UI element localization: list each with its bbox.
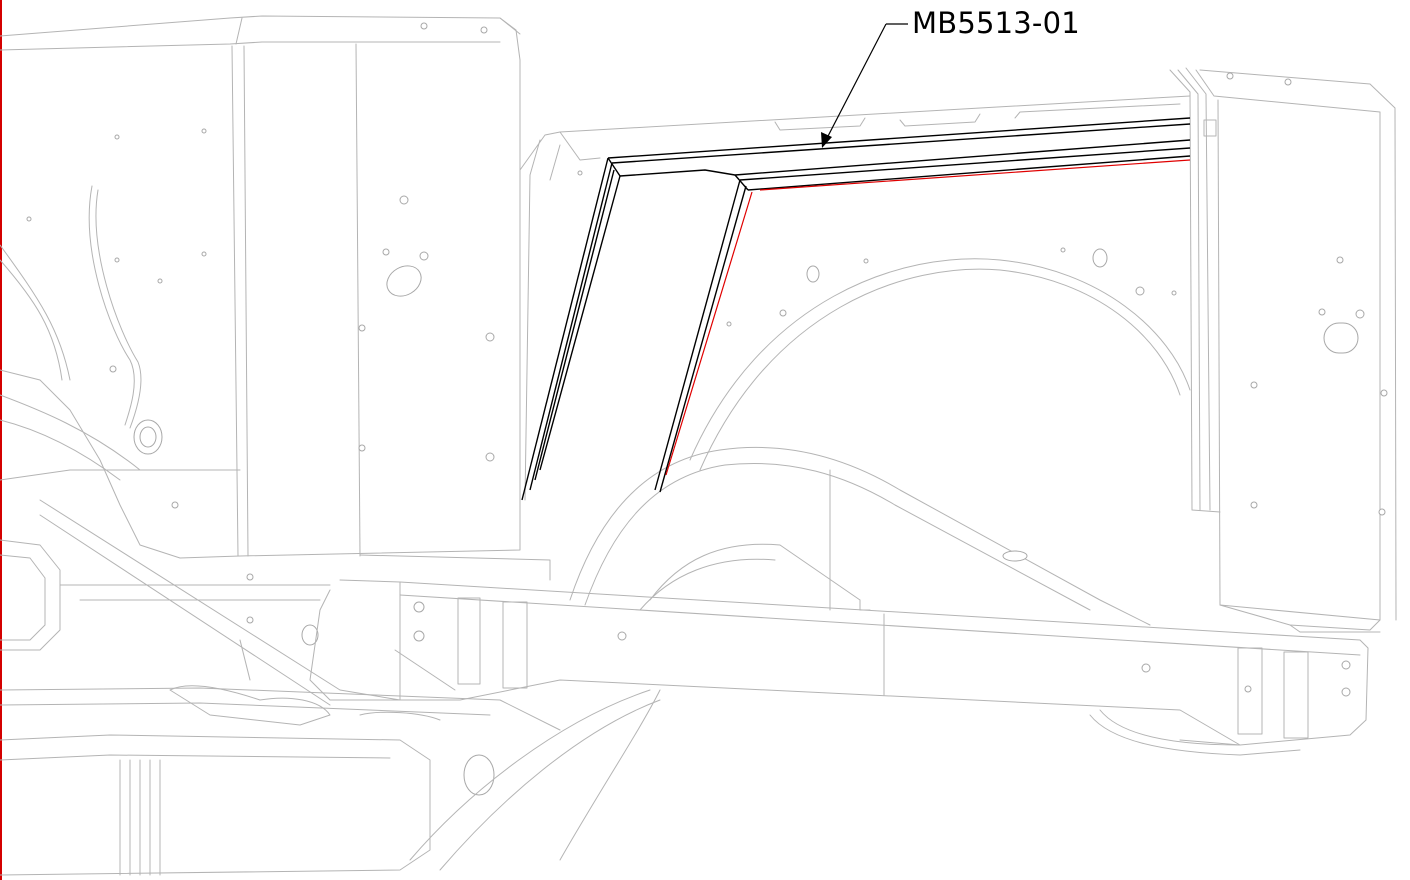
part-number-label: MB5513-01 [912,6,1080,40]
leader-arrowhead [821,132,832,148]
left-floor-structure [0,499,561,876]
leader-diagonal [825,23,887,141]
frame-rail [309,554,1369,756]
callout-leader [821,23,908,148]
rear-tub-panel [519,67,1397,633]
highlighted-part-mb5513-01 [521,117,1191,501]
wheel-arch [409,258,1191,871]
left-body-panel [0,15,521,559]
